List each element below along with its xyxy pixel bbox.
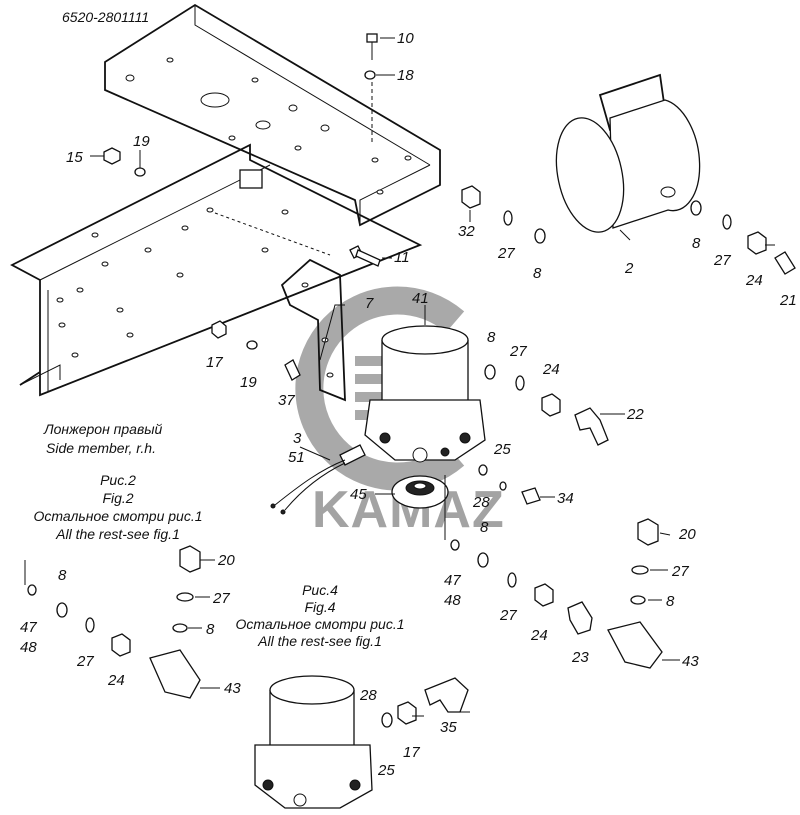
- air-dryer-fig4: [254, 675, 373, 809]
- mounting-bracket: [280, 258, 346, 402]
- callout: 43: [682, 653, 699, 670]
- callout: 35: [440, 719, 457, 736]
- callout: 48: [20, 639, 37, 656]
- callout: 34: [557, 490, 574, 507]
- callout: 8: [206, 621, 215, 638]
- callout: 8: [666, 593, 675, 610]
- kamaz-logo-arc: [295, 286, 465, 491]
- callout: 19: [240, 374, 257, 391]
- fasteners: [24, 33, 796, 728]
- callout: 8: [480, 519, 489, 536]
- callout: 22: [626, 406, 644, 423]
- note-fig2-ru-note: Остальное смотри рис.1: [33, 508, 202, 524]
- note-fig2-ru-title: Рис.2: [100, 472, 136, 488]
- callout: 27: [497, 245, 515, 262]
- note-fig4-ru-note: Остальное смотри рис.1: [235, 616, 404, 632]
- callout: 21: [779, 292, 797, 309]
- callout: 7: [365, 295, 374, 312]
- callout: 17: [403, 744, 420, 761]
- callout: 41: [412, 290, 429, 307]
- callout: 3: [293, 430, 302, 447]
- assembly-code: 6520-2801111: [62, 9, 149, 25]
- callout: 51: [288, 449, 305, 466]
- frame-bracket: [104, 3, 441, 227]
- leader-lines: [90, 37, 775, 717]
- callout: 8: [487, 329, 496, 346]
- callout: 24: [542, 361, 560, 378]
- note-fig2-en-note: All the rest-see fig.1: [55, 526, 180, 542]
- callout: 27: [713, 252, 731, 269]
- air-dryer-main: [364, 325, 486, 463]
- side-member-label-en: Side member, r.h.: [46, 440, 156, 456]
- callout: 8: [692, 235, 701, 252]
- air-tank: [555, 73, 701, 233]
- note-fig2-en-title: Fig.2: [102, 490, 133, 506]
- callout: 17: [206, 354, 223, 371]
- callout: 10: [397, 30, 414, 47]
- callout: 20: [678, 526, 696, 543]
- heater-cable: [270, 444, 366, 515]
- callout: 20: [217, 552, 235, 569]
- callout: 48: [444, 592, 461, 609]
- callout: 23: [571, 649, 589, 666]
- callout: 8: [533, 265, 542, 282]
- note-fig4-en-title: Fig.4: [304, 599, 335, 615]
- note-fig4-ru-title: Рис.4: [302, 582, 338, 598]
- callout: 15: [66, 149, 83, 166]
- callout: 25: [377, 762, 395, 779]
- cartridge-cap: [391, 475, 449, 509]
- callout: 18: [397, 67, 414, 84]
- callout: 32: [458, 223, 475, 240]
- callout: 19: [133, 133, 150, 150]
- callout: 45: [350, 486, 367, 503]
- callout: 27: [499, 607, 517, 624]
- callout: 43: [224, 680, 241, 697]
- callout: 28: [359, 687, 377, 704]
- callout: 47: [20, 619, 37, 636]
- callout: 27: [671, 563, 689, 580]
- callout: 28: [472, 494, 490, 511]
- callout: 24: [745, 272, 763, 289]
- callout: 37: [278, 392, 295, 409]
- callout: 27: [76, 653, 94, 670]
- callout: 25: [493, 441, 511, 458]
- side-member-label-ru: Лонжерон правый: [43, 421, 163, 437]
- callout: 2: [624, 260, 634, 277]
- note-fig4-en-note: All the rest-see fig.1: [257, 633, 382, 649]
- callout: 24: [107, 672, 125, 689]
- callout: 24: [530, 627, 548, 644]
- callout: 8: [58, 567, 67, 584]
- callout: 27: [212, 590, 230, 607]
- callout: 47: [444, 572, 461, 589]
- callout: 27: [509, 343, 527, 360]
- side-member: [10, 143, 423, 397]
- part-callouts: 10 18 15 19 32 27 8 2 8 27 24 21 11 41 7…: [20, 30, 797, 779]
- callout: 11: [394, 249, 410, 266]
